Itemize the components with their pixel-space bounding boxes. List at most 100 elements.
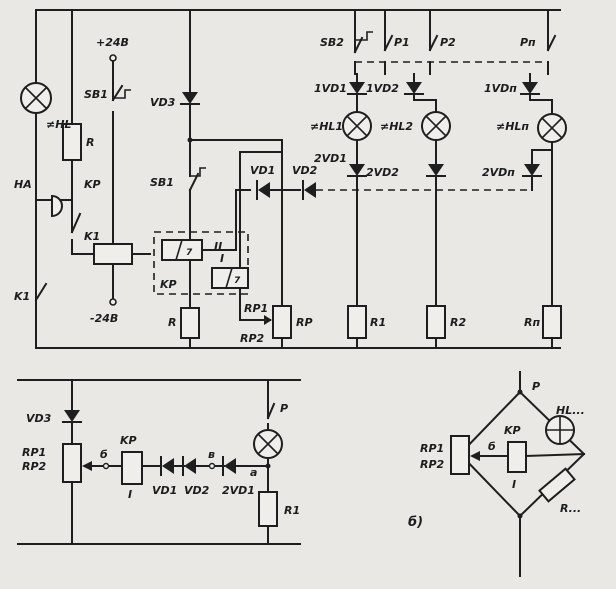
label-winding-a: I xyxy=(128,488,132,501)
diode-2vd2-icon xyxy=(428,164,444,176)
resistor-rn xyxy=(542,305,562,339)
contact-pn xyxy=(546,34,557,52)
diode-vd3-icon xyxy=(182,92,198,104)
label-vd3-a: VD3 xyxy=(26,412,52,425)
label-hl2: ≠HL2 xyxy=(380,120,413,133)
label-vd1-a: VD1 xyxy=(152,484,177,497)
label-vd2-a: VD2 xyxy=(184,484,210,497)
label-kp-contact: KP xyxy=(84,178,101,191)
label-supply-neg: -24B xyxy=(90,312,118,325)
diode-2vd1-a-icon xyxy=(224,458,236,474)
panel-label-b: б) xyxy=(408,515,423,530)
label-rp: RP xyxy=(296,316,313,329)
lamp-a-icon xyxy=(253,429,283,459)
diode-vd1-a-icon xyxy=(162,458,174,474)
label-kp-a: KP xyxy=(120,434,137,447)
label-r-left: R xyxy=(86,136,94,149)
potentiometer-rp-a xyxy=(62,443,82,483)
resistor-r1-a xyxy=(258,491,278,527)
diode-vd2-icon xyxy=(304,182,316,198)
label-node-a-a: а xyxy=(250,466,257,479)
relay-kp-winding-b xyxy=(507,441,527,473)
diode-1vd1-icon xyxy=(349,82,365,94)
resistor-r2 xyxy=(426,305,446,339)
label-supply-pos: +24B xyxy=(96,36,129,49)
potentiometer-rp-b xyxy=(450,435,470,475)
top-schematic: ≠HL R HA KP K1 K1 +24B -24B SB1 VD3 SB1 … xyxy=(14,9,567,349)
label-ha: HA xyxy=(14,178,32,191)
label-sb1-mid: SB1 xyxy=(150,176,174,189)
diode-1vd2-icon xyxy=(406,82,422,94)
relay-winding-i xyxy=(211,267,249,289)
label-p2: P2 xyxy=(440,36,456,49)
diode-1vdn-icon xyxy=(522,82,538,94)
label-coil-num-2: 7 xyxy=(234,276,241,286)
label-winding-i: I xyxy=(220,252,224,265)
label-vd3: VD3 xyxy=(150,96,176,109)
label-r2: R2 xyxy=(450,316,466,329)
schematic-a: VD3 RP1 RP2 б KP I VD1 VD2 2VD1 в а P R1 xyxy=(17,379,301,545)
label-pn: Pп xyxy=(520,36,536,49)
label-r-mid: R xyxy=(168,316,176,329)
contact-p1 xyxy=(383,34,394,52)
label-vd1: VD1 xyxy=(250,164,275,177)
lamp-hl-icon xyxy=(20,82,52,114)
label-p-a: P xyxy=(280,402,288,415)
label-hl1: ≠HL1 xyxy=(310,120,343,133)
label-rn: Rп xyxy=(524,316,540,329)
potentiometer-rp xyxy=(272,305,292,339)
label-kp-b: KP xyxy=(504,424,521,437)
label-2vd1-a: 2VD1 xyxy=(222,484,255,497)
label-node-b-a: б xyxy=(100,448,108,461)
diode-vd3-a-icon xyxy=(64,410,80,422)
relay-kp-winding-a xyxy=(121,451,143,485)
label-sb2: SB2 xyxy=(320,36,344,49)
lamp-hl1-icon xyxy=(342,111,372,141)
diode-vd1-icon xyxy=(258,182,270,198)
label-winding-ii: II xyxy=(214,240,222,253)
label-1vd1: 1VD1 xyxy=(314,82,347,95)
label-rp2: RP2 xyxy=(240,332,265,345)
label-lamp-hl: ≠HL xyxy=(46,118,71,131)
label-p-b: P xyxy=(532,380,540,393)
label-node-b-b: б xyxy=(488,440,496,453)
relay-winding-ii xyxy=(161,239,203,261)
label-coil-num-1: 7 xyxy=(186,248,193,258)
label-2vd2: 2VD2 xyxy=(366,166,399,179)
label-rp2-b: RP2 xyxy=(420,458,445,471)
resistor-r1 xyxy=(347,305,367,339)
label-k1-coil: K1 xyxy=(84,230,100,243)
resistor-r-b xyxy=(538,467,576,503)
schematic-b: P HL... KP б RP1 RP2 I R... б) xyxy=(408,371,586,577)
lamp-hl-b-icon xyxy=(545,415,575,445)
diode-vd2-a-icon xyxy=(184,458,196,474)
kp-contact xyxy=(70,212,82,234)
label-2vd1: 2VD1 xyxy=(314,152,347,165)
label-sb1-top: SB1 xyxy=(84,88,108,101)
label-r1: R1 xyxy=(370,316,386,329)
label-rp1-b: RP1 xyxy=(420,442,444,455)
label-1vd2: 1VD2 xyxy=(366,82,399,95)
label-1vdn: 1VDп xyxy=(484,82,517,95)
label-rp2-a: RP2 xyxy=(22,460,47,473)
label-vd2: VD2 xyxy=(292,164,318,177)
label-p1: P1 xyxy=(394,36,410,49)
relay-kp-enclosure xyxy=(153,231,249,295)
label-winding-b: I xyxy=(512,478,516,491)
resistor-r-mid xyxy=(180,307,200,339)
label-2vdn: 2VDп xyxy=(482,166,515,179)
label-relay-kp: KP xyxy=(160,278,177,291)
horn-ha-icon xyxy=(35,194,63,218)
diode-2vd1-icon xyxy=(349,164,365,176)
label-rp1-a: RP1 xyxy=(22,446,46,459)
contact-p-a xyxy=(266,402,276,420)
label-k1-contact: K1 xyxy=(14,290,30,303)
contact-p2 xyxy=(428,34,439,52)
lamp-hln-icon xyxy=(537,113,567,143)
label-r1-a: R1 xyxy=(284,504,300,517)
coil-k1 xyxy=(93,243,133,265)
diode-2vdn-icon xyxy=(524,164,540,176)
label-rp1: RP1 xyxy=(244,302,268,315)
k1-contact xyxy=(34,282,48,302)
